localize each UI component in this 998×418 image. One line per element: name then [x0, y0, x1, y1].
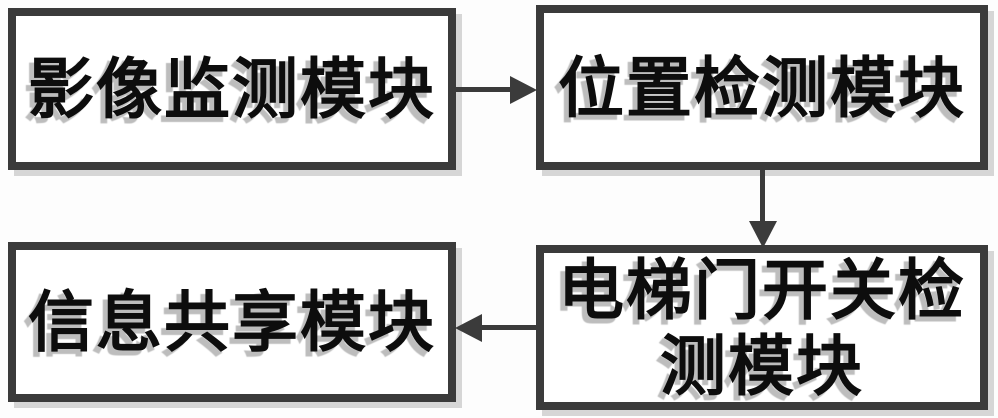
- arrow-door-to-info-line: [481, 325, 537, 330]
- node-information-sharing: 信息共享模块: [8, 242, 456, 402]
- node-position-detection: 位置检测模块: [536, 5, 988, 170]
- node-elevator-door-switch-detection: 电梯门开关检测模块: [536, 245, 988, 410]
- arrow-position-to-door-line: [760, 170, 765, 223]
- node-image-monitoring: 影像监测模块: [8, 8, 456, 170]
- node-information-sharing-label: 信息共享模块: [28, 283, 436, 361]
- arrowhead-down-icon: [749, 221, 777, 248]
- node-image-monitoring-label: 影像监测模块: [28, 50, 436, 128]
- node-position-detection-label: 位置检测模块: [558, 48, 966, 127]
- arrowhead-right-icon: [510, 76, 537, 104]
- arrow-image-to-position-line: [456, 87, 514, 92]
- node-elevator-door-switch-detection-label: 电梯门开关检测模块: [558, 250, 966, 405]
- arrowhead-left-icon: [455, 314, 482, 342]
